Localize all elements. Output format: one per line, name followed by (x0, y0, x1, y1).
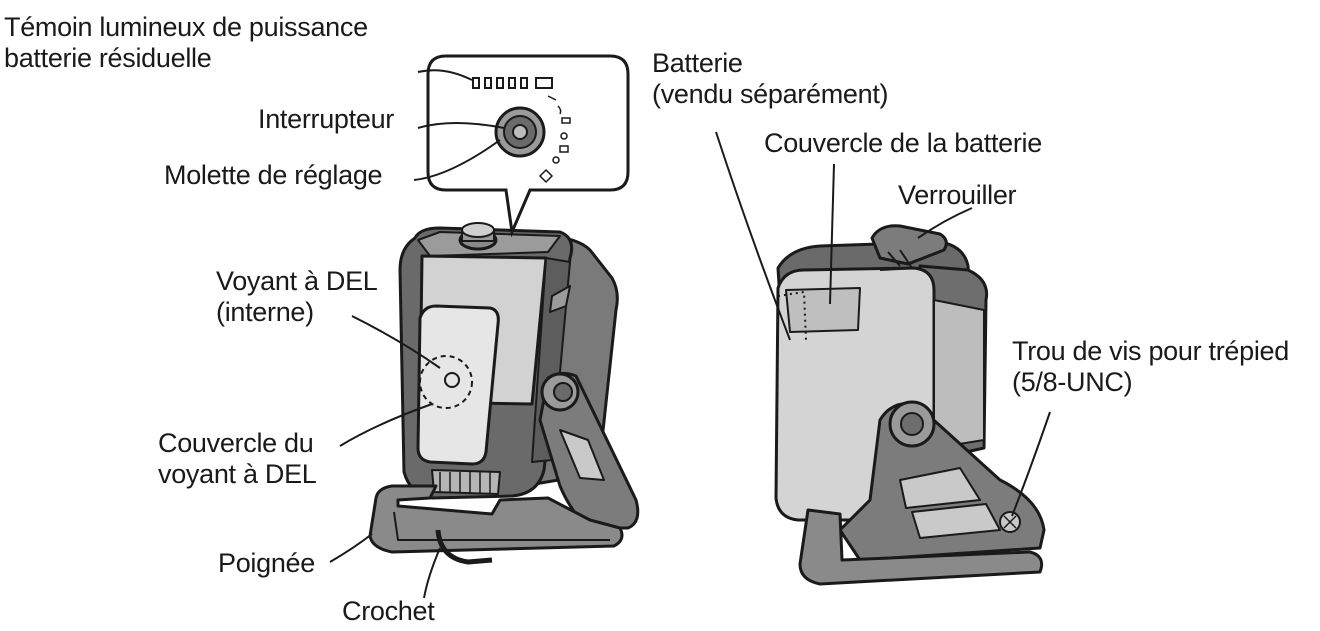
leader-handle (329, 533, 373, 563)
stand-window-back (899, 467, 981, 509)
base-frame-back (798, 508, 1044, 586)
label-battery-indicator-line2: batterie résiduelle (4, 43, 212, 73)
label-battery-line2: (vendu séparément) (652, 79, 889, 109)
label-led: Voyant à DEL (interne) (216, 266, 378, 328)
label-handle: Poignée (218, 548, 315, 578)
label-battery-indicator-line1: Témoin lumineux de puissance (4, 12, 368, 42)
control-callout (426, 54, 630, 238)
label-dial: Molette de réglage (164, 160, 383, 190)
battery-indicator-leds (472, 77, 553, 89)
label-led-line2: (interne) (216, 297, 314, 327)
front-light (368, 222, 640, 565)
led-core (444, 372, 460, 388)
leader-battery-indicator (417, 69, 473, 81)
label-tripod-hole: Trou de vis pour trépied (5/8-UNC) (1012, 336, 1289, 398)
leader-lines (329, 69, 1051, 599)
label-hook: Crochet (342, 596, 435, 626)
leader-tripod-hole (1011, 411, 1051, 517)
label-led-cover-line1: Couvercle du (158, 428, 314, 458)
label-lock: Verrouiller (898, 180, 1017, 210)
leader-battery (715, 131, 791, 341)
hook-shape (435, 529, 493, 565)
leader-dial (413, 139, 501, 181)
handle-frame (368, 484, 624, 554)
leader-switch (417, 122, 505, 129)
label-battery: Batterie (vendu séparément) (652, 48, 889, 110)
label-led-cover-line2: voyant à DEL (158, 459, 317, 489)
back-light (774, 224, 1046, 586)
side-slot (549, 285, 571, 313)
dial-mode-icons (538, 95, 571, 184)
battery-slot (785, 287, 861, 333)
label-led-cover: Couvercle du voyant à DEL (158, 428, 317, 490)
led-outline (419, 355, 473, 409)
label-tripod-hole-line1: Trou de vis pour trépied (1012, 336, 1289, 366)
label-led-line1: Voyant à DEL (216, 266, 378, 296)
label-battery-line1: Batterie (652, 48, 743, 78)
label-battery-cover: Couvercle de la batterie (764, 128, 1042, 158)
leader-led-cover (339, 403, 433, 447)
label-battery-indicator: Témoin lumineux de puissance batterie ré… (4, 12, 368, 74)
leader-led (351, 315, 441, 369)
leader-battery-cover (829, 163, 835, 305)
stand-window (559, 429, 605, 481)
leader-lock (917, 207, 973, 239)
side-panel (933, 299, 985, 449)
label-tripod-hole-line2: (5/8-UNC) (1012, 367, 1133, 397)
label-switch: Interrupteur (258, 104, 394, 134)
leader-hook (423, 547, 441, 599)
